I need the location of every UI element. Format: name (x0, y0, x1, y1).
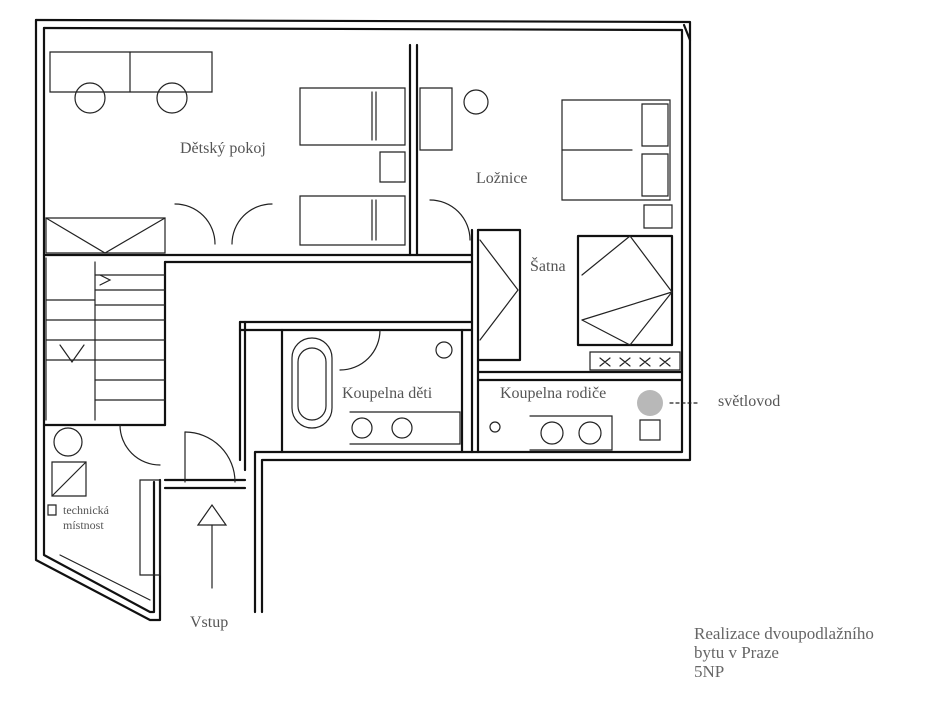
room-label-wardrobe: Šatna (530, 258, 566, 275)
title-line-1: Realizace dvoupodlažního (694, 624, 874, 643)
technical-room-line2: místnost (63, 518, 104, 532)
room-label-technical-room: technická místnost (63, 503, 109, 533)
room-label-entrance: Vstup (190, 614, 229, 631)
outer-walls (34, 18, 692, 622)
room-label-childrens-room: Dětský pokoj (180, 140, 266, 157)
room-label-parents-bathroom: Koupelna rodiče (500, 385, 607, 402)
children-room-furniture (45, 51, 406, 254)
wardrobe-furniture (479, 235, 673, 346)
title-line-3: 5NP (694, 662, 725, 681)
children-bathroom-fixtures (291, 329, 461, 445)
parents-bathroom-fixtures (489, 351, 681, 451)
skylight-label: světlovod (718, 393, 781, 410)
entrance-arrow (184, 431, 236, 589)
bedroom-furniture (419, 87, 673, 241)
technical-room-line1: technická (63, 503, 109, 517)
room-label-children-bathroom: Koupelna děti (342, 385, 433, 402)
technical-room (47, 424, 161, 601)
staircase (45, 257, 166, 421)
interior-walls (42, 43, 684, 490)
skylight-marker (637, 390, 701, 416)
room-label-bedroom: Ložnice (476, 170, 528, 187)
title-line-2: bytu v Praze (694, 643, 779, 662)
title-block: Realizace dvoupodlažního bytu v Praze 5N… (694, 624, 874, 681)
